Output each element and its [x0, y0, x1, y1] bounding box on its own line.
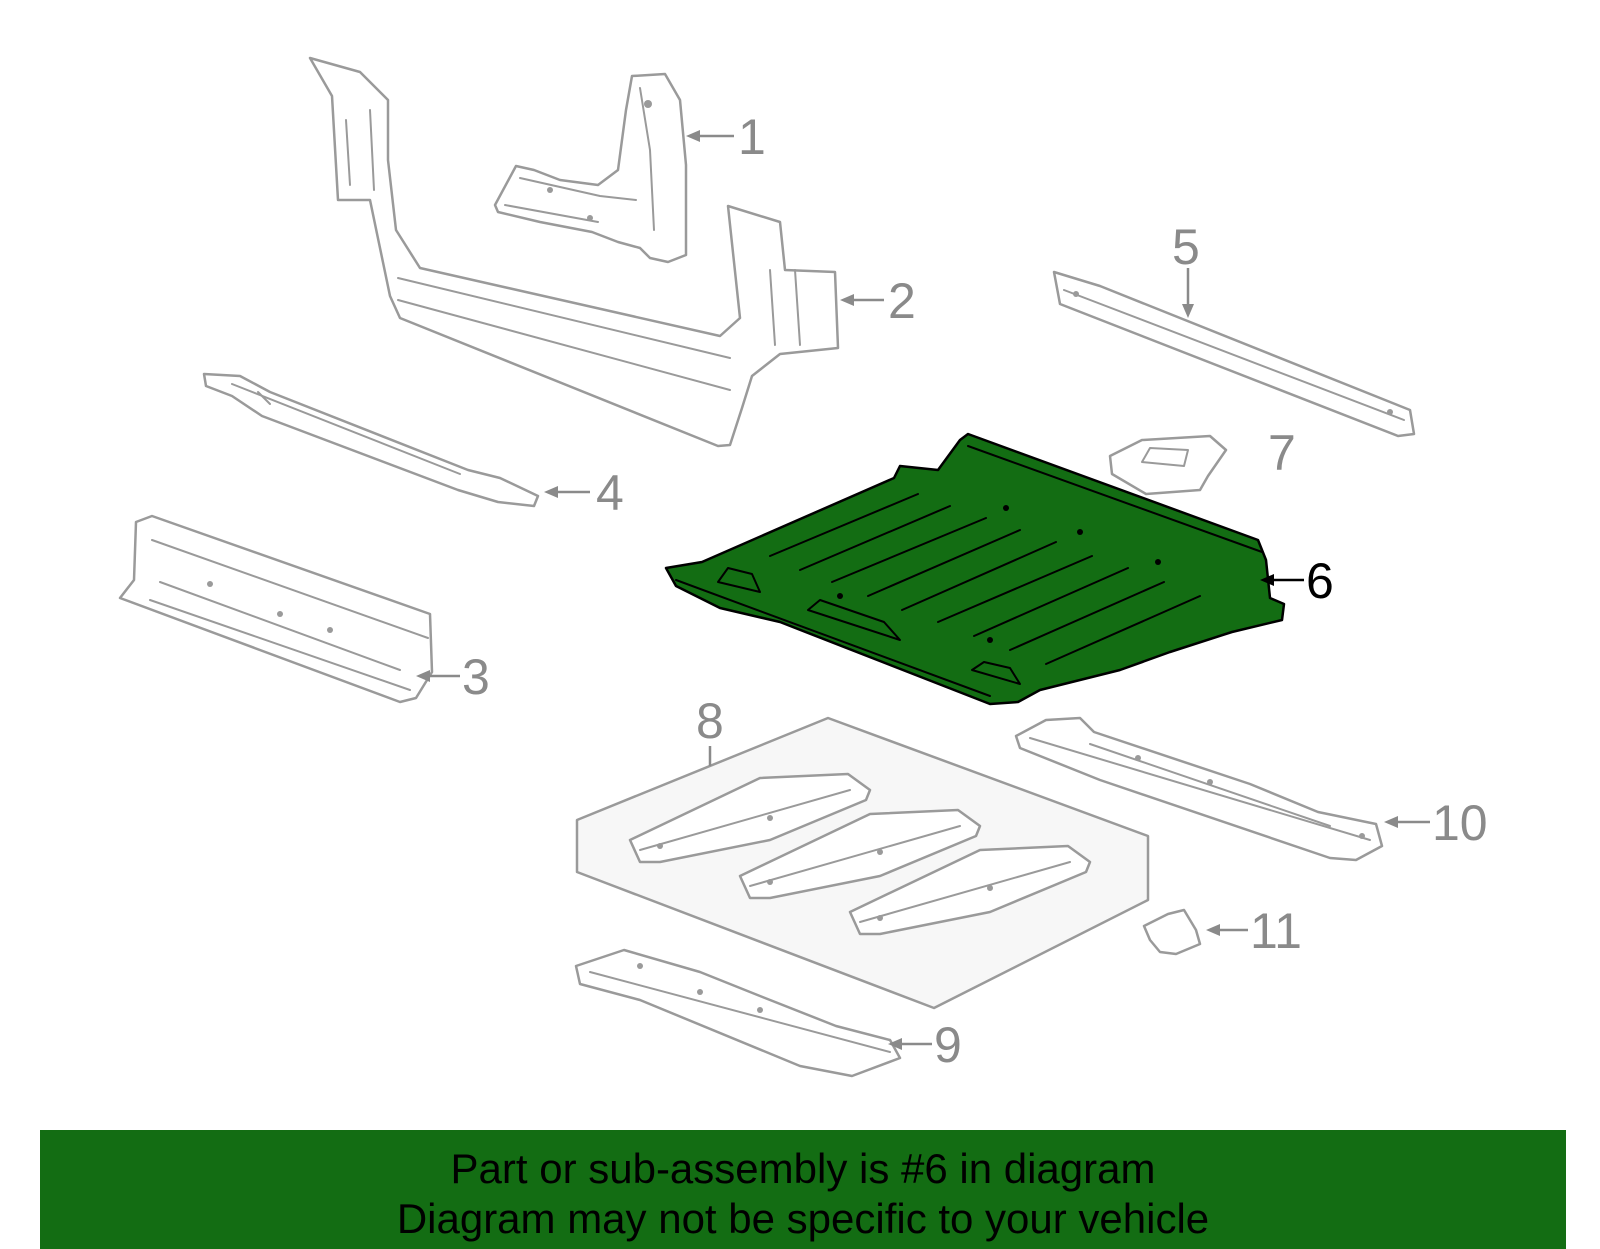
- callout-number: 1: [738, 109, 766, 165]
- part-10-rail: [1014, 716, 1384, 862]
- part-7-bracket: [1108, 434, 1228, 496]
- callout-8: 8: [696, 693, 724, 766]
- part-8-member-b: [738, 808, 982, 900]
- callout-number: 10: [1432, 795, 1488, 851]
- callout-number: 7: [1268, 425, 1296, 481]
- callout-3: 3: [416, 649, 490, 705]
- part-8-member-a: [628, 772, 872, 864]
- part-8-crossmember-kit: [575, 716, 1150, 1010]
- callout-6[interactable]: 6: [1260, 553, 1334, 609]
- banner-line-2: Diagram may not be specific to your vehi…: [396, 1195, 1210, 1242]
- callout-number: 11: [1250, 903, 1302, 959]
- callout-4: 4: [544, 465, 624, 521]
- callout-number: 4: [596, 465, 624, 521]
- callout-10: 10: [1384, 795, 1488, 851]
- callout-7: 7: [1268, 425, 1296, 481]
- callout-number: 6: [1306, 553, 1334, 609]
- part-8-member-c: [848, 844, 1092, 936]
- callout-9: 9: [888, 1017, 962, 1073]
- part-3-crossmember: [118, 514, 434, 704]
- part-9-rail: [574, 948, 902, 1078]
- part-11-gusset: [1142, 908, 1202, 956]
- part-5-rail: [1052, 270, 1416, 438]
- info-banner: Part or sub-assembly is #6 in diagram Di…: [40, 1130, 1566, 1249]
- callout-11: 11: [1206, 903, 1302, 959]
- part-6-floor-panel[interactable]: [664, 432, 1286, 706]
- part-1-pillar: [493, 72, 688, 264]
- callout-number: 9: [934, 1017, 962, 1073]
- callout-number: 2: [888, 273, 916, 329]
- part-4-rail: [202, 372, 540, 508]
- banner-line-1: Part or sub-assembly is #6 in diagram: [450, 1145, 1156, 1192]
- callout-1: 1: [686, 109, 766, 165]
- part-2-side-frame: [308, 56, 840, 448]
- callout-2: 2: [840, 273, 916, 329]
- callout-number: 3: [462, 649, 490, 705]
- callout-number: 5: [1172, 219, 1200, 275]
- callout-number: 8: [696, 693, 724, 749]
- callout-5: 5: [1172, 219, 1200, 318]
- floor-ribs: [769, 493, 1201, 665]
